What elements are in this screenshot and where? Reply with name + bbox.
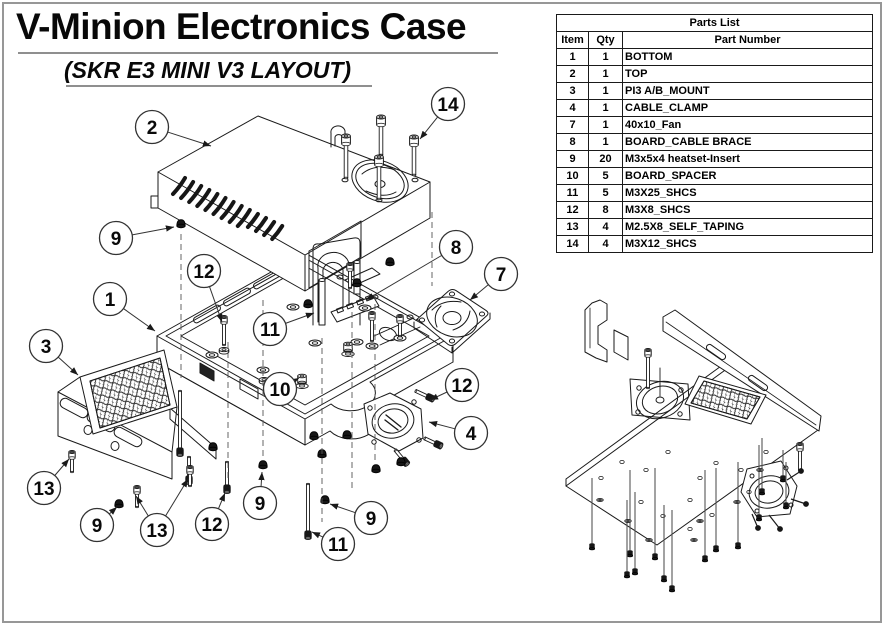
balloon-callout: 12 <box>194 492 230 542</box>
balloon-number: 9 <box>92 516 103 537</box>
balloon-callout: 9 <box>329 500 389 536</box>
screw-glyph <box>376 114 386 157</box>
balloon-number: 12 <box>451 376 472 397</box>
page-subtitle: (SKR E3 MINI V3 LAYOUT) <box>64 57 352 83</box>
balloon-callouts: 2 14 9 12 1 8 7 11 3 10 12 4 13 9 13 12 9 11 9 <box>26 86 519 562</box>
balloon-callout: 11 <box>252 311 315 347</box>
board-cable-brace-part <box>312 237 381 326</box>
projection-lines <box>180 212 433 522</box>
screw-glyph <box>133 485 141 509</box>
balloon-callout: 4 <box>428 415 489 451</box>
screw-glyph <box>341 133 351 180</box>
screw-glyph <box>396 314 404 338</box>
balloon-callout: 7 <box>469 256 519 301</box>
balloon-callout: 13 <box>26 458 70 506</box>
screw-glyph <box>304 482 312 540</box>
balloon-callout: 9 <box>98 220 175 256</box>
fastener-hardware <box>68 114 809 593</box>
screw-glyph <box>68 450 76 474</box>
balloon-number: 1 <box>105 290 116 311</box>
vent-slots <box>171 176 285 241</box>
balloon-callout: 12 <box>186 253 223 323</box>
screw-glyph <box>423 436 444 450</box>
fan-part <box>373 289 491 354</box>
screw-glyph <box>414 389 436 403</box>
part-number-cell: BOARD_CABLE BRACE <box>621 133 874 151</box>
screw-glyph <box>409 134 419 177</box>
balloon-number: 11 <box>328 535 349 556</box>
qty-cell: 20 <box>588 150 623 168</box>
balloon-callout: 12 <box>429 367 480 403</box>
balloon-number: 13 <box>146 521 167 542</box>
screw-glyph <box>368 311 376 343</box>
screw-glyph <box>176 389 184 457</box>
balloon-number: 12 <box>201 515 222 536</box>
balloon-callout: 8 <box>365 229 474 301</box>
qty-cell: 4 <box>588 235 623 253</box>
screw-glyph <box>346 262 354 290</box>
balloon-number: 12 <box>193 262 214 283</box>
subtitle-underline <box>66 85 372 87</box>
balloon-callout: 13 <box>135 478 189 548</box>
balloon-callout: 2 <box>134 109 212 147</box>
balloon-callout: 9 <box>79 506 118 543</box>
page-title: V-Minion Electronics Case <box>16 6 467 47</box>
title-underline <box>18 52 498 54</box>
balloon-callout: 3 <box>28 328 79 376</box>
balloon-callout: 9 <box>242 471 278 521</box>
col-header-part-number: Part Number <box>621 31 874 49</box>
screw-glyph <box>223 460 231 494</box>
screw-glyph <box>374 154 384 201</box>
balloon-number: 7 <box>496 265 507 286</box>
balloon-number: 9 <box>255 494 266 515</box>
balloon-number: 14 <box>437 95 459 116</box>
item-cell: 14 <box>556 235 589 253</box>
balloon-number: 9 <box>111 229 122 250</box>
balloon-callout: 11 <box>311 526 356 562</box>
balloon-callout: 14 <box>419 86 466 140</box>
balloon-number: 2 <box>147 118 158 139</box>
balloon-number: 11 <box>260 320 281 341</box>
balloon-callout: 1 <box>92 281 156 332</box>
balloon-number: 4 <box>466 424 477 445</box>
screw-glyph <box>796 442 804 472</box>
balloon-number: 10 <box>269 380 290 401</box>
underside-view <box>565 299 822 546</box>
top-case-part <box>150 115 431 292</box>
screw-glyph <box>220 315 228 347</box>
screw-glyph <box>186 465 194 488</box>
cable-clamp-part <box>363 392 424 452</box>
balloon-number: 3 <box>41 337 52 358</box>
screw-glyph <box>644 348 652 390</box>
balloon-callout: 10 <box>262 371 300 407</box>
balloon-number: 13 <box>33 479 54 500</box>
part-number-cell: M3X12_SHCS <box>621 235 874 253</box>
balloon-number: 9 <box>366 509 377 530</box>
pi3-mount-part <box>57 349 217 480</box>
balloon-number: 8 <box>451 238 462 259</box>
